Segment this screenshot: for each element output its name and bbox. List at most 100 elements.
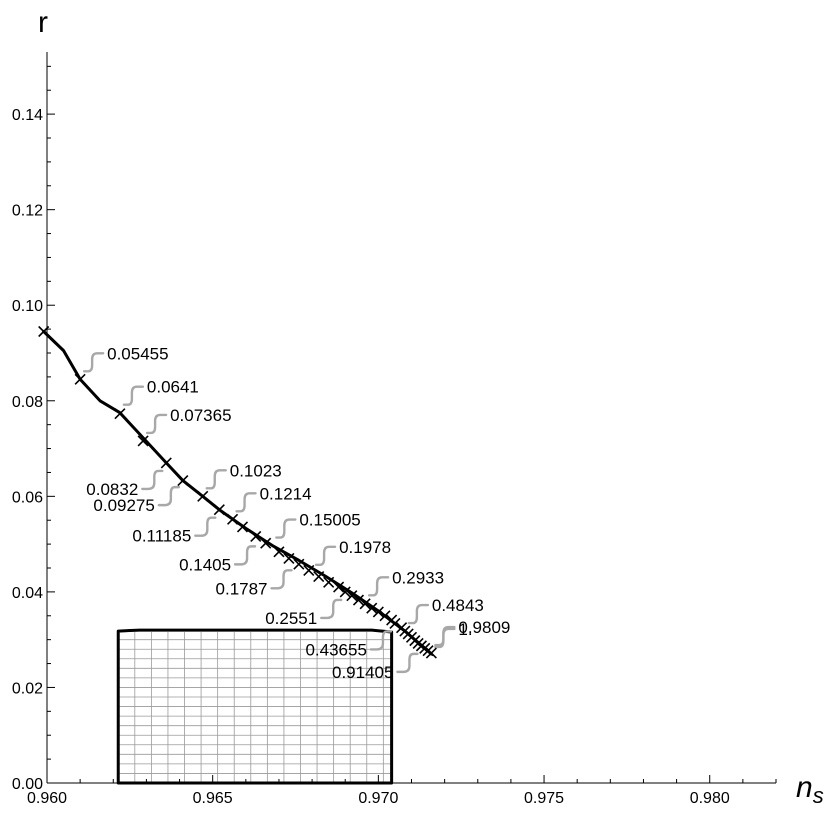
data-point-marker — [425, 647, 437, 659]
annotation-leader — [157, 485, 181, 507]
observational-region — [116, 628, 394, 785]
marker-stroke — [114, 408, 126, 420]
data-point-marker — [339, 586, 351, 598]
annotation-label: 0.0832 — [86, 480, 138, 499]
data-point-marker — [260, 537, 272, 549]
data-point-marker — [197, 490, 209, 502]
annotation-label: 1. — [458, 620, 472, 639]
annotation-label: 0.9809 — [458, 618, 510, 637]
marker-stroke — [236, 521, 249, 533]
data-point-marker — [38, 325, 50, 338]
annotation-label: 0.1787 — [216, 579, 268, 598]
annotation-label: 0.05455 — [107, 344, 168, 363]
x-axis-title: ns — [796, 771, 824, 808]
marker-stroke — [226, 513, 239, 525]
y-tick-label: 0.12 — [12, 203, 43, 220]
marker-stroke — [346, 590, 358, 602]
annotation-label: 0.07365 — [170, 406, 231, 425]
data-point-marker — [177, 475, 189, 487]
data-point-marker — [379, 610, 391, 622]
marker-stroke — [352, 594, 365, 606]
marker-stroke — [137, 435, 149, 447]
data-point-marker — [213, 504, 225, 516]
marker-stroke — [197, 490, 209, 502]
y-axis-title: r — [38, 6, 48, 39]
marker-stroke — [273, 546, 285, 558]
marker-stroke — [213, 504, 225, 516]
annotation-label: 0.4843 — [432, 596, 484, 615]
annotation-label: 0.0641 — [147, 378, 199, 397]
data-point-marker — [236, 521, 249, 533]
annotation-leader — [396, 652, 419, 674]
annotation-label: 0.1023 — [230, 461, 282, 480]
annotation-label: 0.1405 — [179, 555, 231, 574]
marker-stroke — [260, 537, 272, 549]
annotation-leader — [314, 545, 337, 566]
data-point-marker — [114, 408, 126, 420]
annotation-leader — [275, 518, 297, 539]
marker-stroke — [359, 598, 371, 610]
annotation-label: 0.1214 — [260, 484, 312, 503]
y-tick-label: 0.02 — [12, 680, 43, 697]
annotation-leader — [145, 413, 168, 435]
annotation-leader — [122, 385, 145, 406]
x-tick-label: 0.975 — [524, 790, 564, 807]
marker-stroke — [333, 581, 345, 593]
series-curve — [42, 330, 433, 656]
annotation-leaders — [82, 352, 456, 674]
marker-stroke — [293, 558, 305, 570]
x-tick-label: 0.970 — [358, 790, 398, 807]
data-point-marker — [333, 581, 345, 593]
marker-stroke — [323, 576, 335, 588]
data-point-marker — [137, 435, 149, 447]
marker-stroke — [372, 606, 384, 618]
annotation-leader — [233, 545, 257, 566]
y-tick-label: 0.04 — [12, 585, 43, 602]
marker-stroke — [303, 564, 315, 576]
annotation-label: 0.11185 — [132, 527, 191, 546]
marker-stroke — [366, 602, 378, 614]
data-point-marker — [313, 571, 325, 583]
marker-stroke — [177, 475, 189, 487]
annotation-leader — [270, 569, 293, 590]
marker-stroke — [160, 457, 172, 469]
annotation-leader — [434, 627, 456, 649]
annotation-leader — [369, 630, 393, 651]
annotation-label: 0.15005 — [299, 511, 360, 530]
annotation-label: 0.91405 — [332, 663, 393, 682]
y-tick-label: 0.10 — [12, 298, 43, 315]
marker-stroke — [379, 610, 391, 622]
annotation-label: 0.09275 — [93, 496, 154, 515]
data-point-marker — [359, 598, 371, 610]
annotation-leader — [205, 469, 227, 490]
marker-stroke — [38, 325, 50, 338]
annotation-leader — [367, 576, 390, 597]
data-point-marker — [352, 594, 365, 606]
x-tick-label: 0.960 — [27, 790, 67, 807]
marker-stroke — [283, 552, 295, 565]
y-tick-label: 0.06 — [12, 489, 43, 506]
annotation-label: 0.2551 — [265, 609, 317, 628]
annotation-leader — [82, 352, 105, 373]
annotation-leader — [320, 598, 343, 620]
y-tick-label: 0.00 — [12, 776, 43, 793]
marker-stroke — [313, 571, 325, 583]
annotation-leader — [141, 469, 164, 491]
annotation-label: 0.2933 — [392, 568, 444, 587]
data-point-marker — [366, 602, 378, 614]
marker-stroke — [339, 586, 351, 598]
x-tick-label: 0.980 — [690, 790, 730, 807]
data-point-marker — [250, 530, 262, 543]
data-point-marker — [303, 564, 315, 576]
data-point-marker — [293, 558, 305, 570]
data-point-marker — [389, 617, 401, 629]
marker-layer — [38, 325, 437, 659]
data-point-marker — [226, 513, 239, 525]
annotation-label: 0.1978 — [339, 538, 391, 557]
annotation-leader — [194, 516, 217, 537]
annotation-leader — [235, 492, 257, 513]
x-axis-title-main: n — [796, 771, 813, 804]
